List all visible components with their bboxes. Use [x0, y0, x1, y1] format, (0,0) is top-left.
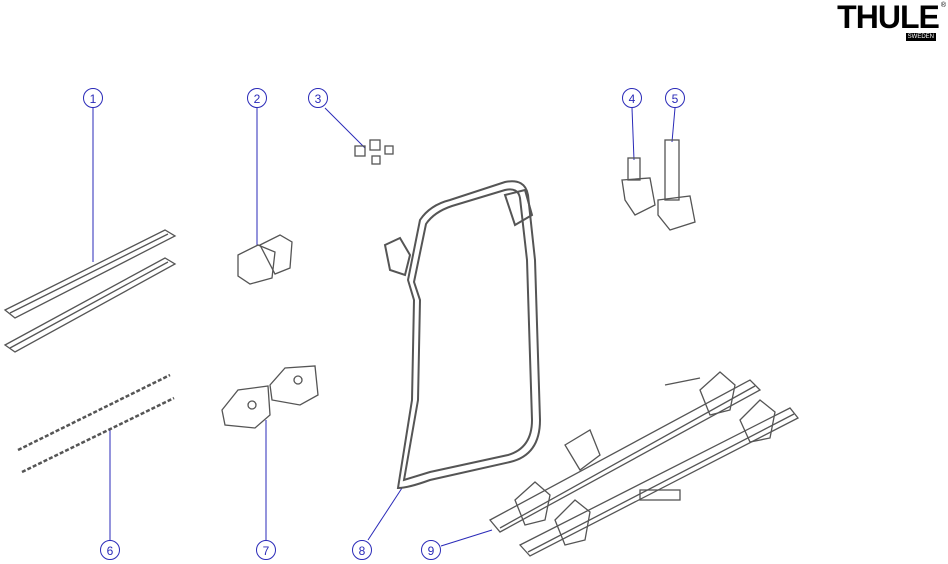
callout-9: 9 — [421, 540, 441, 560]
leader-9 — [440, 529, 493, 547]
part-7-clamps — [221, 365, 319, 429]
leader-lines — [92, 107, 676, 547]
logo-brand: THULE — [837, 0, 940, 35]
part-6-strips — [17, 373, 175, 474]
callout-2: 2 — [247, 88, 267, 108]
part-2-clamp — [237, 234, 293, 285]
leader-4 — [631, 107, 635, 161]
callout-1: 1 — [83, 88, 103, 108]
logo-registered: ® — [940, 2, 946, 9]
callout-4: 4 — [622, 88, 642, 108]
part-8-frame — [383, 180, 542, 490]
thule-logo: THULE ® SWEDEN — [826, 0, 946, 41]
callout-6: 6 — [100, 540, 120, 560]
callout-7: 7 — [256, 540, 276, 560]
leader-5 — [671, 107, 676, 143]
callout-5: 5 — [665, 88, 685, 108]
logo-sub: SWEDEN — [905, 33, 936, 41]
part-3-small-parts — [354, 139, 394, 165]
part-1-rails — [3, 229, 177, 353]
logo-row: THULE ® — [837, 0, 946, 35]
leader-3 — [324, 107, 366, 149]
callout-3: 3 — [308, 88, 328, 108]
leader-8 — [367, 487, 403, 541]
part-4-5-arms — [621, 139, 696, 231]
callout-8: 8 — [352, 540, 372, 560]
part-9-carrier — [488, 371, 800, 557]
